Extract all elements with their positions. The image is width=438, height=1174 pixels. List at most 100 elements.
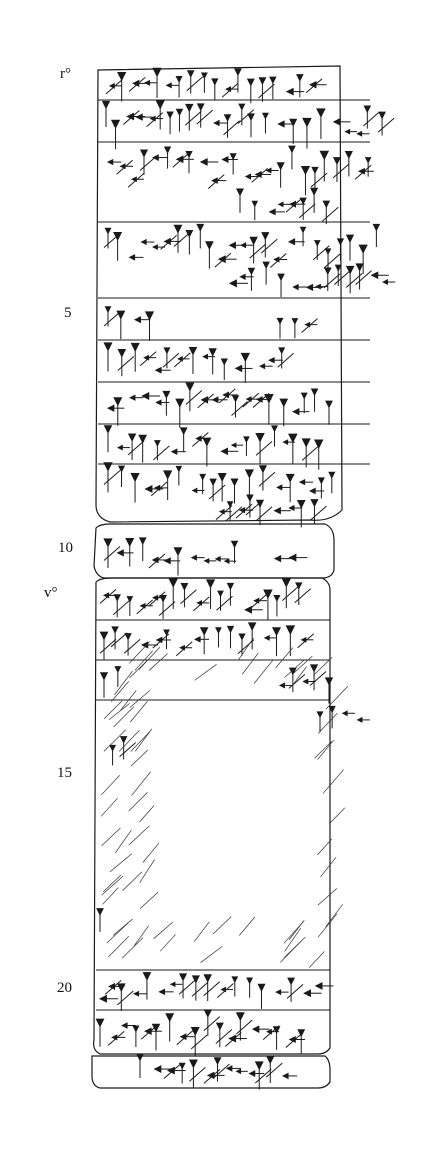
oblique-wedge [175,641,193,657]
wedge-head [103,462,113,472]
edge-outline [93,523,335,579]
wedge-head [247,267,256,276]
wedge-head [173,547,183,557]
hatch-stroke [109,853,132,873]
wedge-head [282,439,289,445]
hatch-stroke [134,650,153,671]
oblique-wedge [191,982,209,997]
oblique-wedge [221,82,239,98]
wedge-head [153,1065,162,1073]
wedge-head [101,100,111,110]
wedge-head [153,440,161,447]
hatch-stroke [159,934,176,952]
reverse-outline [93,577,331,1055]
oblique-wedge [214,252,232,268]
wedge-head [179,644,185,651]
wedge-head [119,736,128,744]
hatch-stroke [130,749,149,767]
line-number-20: 20 [57,980,72,996]
oblique-wedge [251,168,268,183]
hatch-stroke [325,685,349,710]
oblique-wedge [186,76,204,92]
oblique-wedge [255,441,273,456]
wedge-head [258,77,267,86]
hatch-stroke [200,946,223,963]
wedge-head [259,363,266,370]
hatch-stroke [139,805,155,823]
wedge-head [195,435,202,442]
wedge-head [270,425,279,433]
wedge-head [229,153,237,161]
wedge-head [163,146,172,154]
bottom-edge-outline [91,1055,331,1089]
wedge-head [262,261,270,270]
oblique-wedge [277,352,295,368]
hatch-stroke [114,670,133,695]
oblique-wedge [354,164,372,180]
wedge-head [99,672,109,681]
wedge-head [121,1022,128,1029]
oblique-wedge [103,470,121,485]
oblique-wedge [305,78,323,94]
wedge-head [265,1055,275,1065]
oblique-wedge [173,232,191,247]
wedge-head [231,395,240,403]
wedge-head [191,487,198,494]
oblique-wedge [158,601,176,616]
wedge-head [175,465,183,473]
wedge-head [309,487,316,495]
wedge-head [268,208,276,216]
wedge-head [277,120,285,128]
oblique-wedge [119,742,136,758]
wedge-head [138,434,148,444]
wedge-head [214,555,221,562]
wedge-head [152,67,162,78]
line-number-15: 15 [57,765,72,781]
wedge-head [104,306,112,314]
wedge-head [288,433,298,444]
hatch-stroke [329,807,346,824]
hatch-stroke [114,829,132,854]
oblique-wedge [215,505,233,521]
hatch-stroke [128,825,150,846]
oblique-wedge [258,471,276,487]
oblique-wedge [163,1064,181,1079]
oblique-wedge [213,1063,230,1079]
wedge-head [185,229,194,238]
wedge-head [233,68,242,77]
wedge-head [142,972,152,981]
oblique-wedge [153,445,170,461]
oblique-wedge [148,553,166,569]
wedge-head [130,472,140,483]
wedge-head [168,578,179,588]
wedge-head [144,311,155,321]
hatch-stroke [317,913,338,938]
wedge-head [238,633,246,641]
wedge-head [288,667,297,676]
oblique-wedge [178,979,196,995]
wedge-head [334,264,342,272]
oblique-wedge [116,159,133,175]
oblique-wedge [265,1062,283,1078]
wedge-head [248,1070,256,1077]
wedge-head [244,605,252,614]
oblique-wedge [237,639,255,655]
wedge-head [303,989,311,998]
wedge-head [169,981,176,988]
wedge-head [175,108,184,117]
wedge-head [246,78,255,87]
oblique-wedge [235,1019,253,1035]
wedge-head [356,716,363,723]
wedge-head [228,241,236,249]
wedge-head [116,549,124,557]
wedge-head [96,908,104,916]
wedge-head [278,347,286,355]
wedge-head [223,114,232,122]
wedge-head [208,348,217,357]
oblique-wedge [110,632,128,648]
oblique-wedge [215,1029,233,1044]
wedge-head [159,594,167,603]
cuneiform-signs [95,67,396,1090]
wedge-head [203,557,210,564]
wedge-head [238,103,246,111]
